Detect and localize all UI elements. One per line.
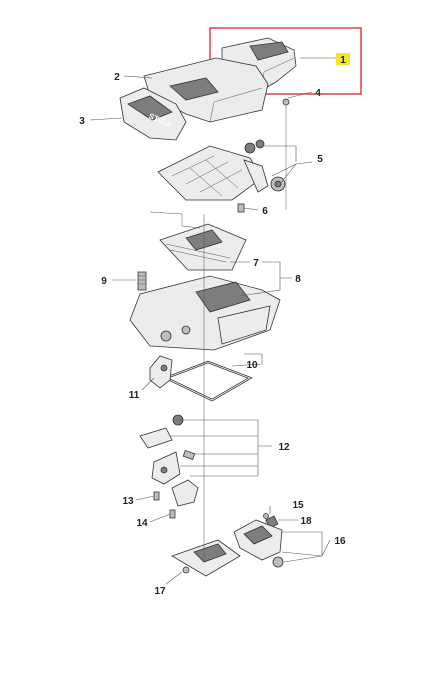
part-9-spring[interactable] <box>137 271 147 291</box>
callout-16[interactable]: 16 <box>334 536 346 547</box>
callout-3[interactable]: 3 <box>79 116 85 127</box>
callout-6[interactable]: 6 <box>262 206 268 217</box>
callout-1[interactable]: 1 <box>340 55 346 66</box>
callout-11[interactable]: 11 <box>129 390 140 401</box>
part-6-screw[interactable] <box>237 203 245 213</box>
part-7-control-panel[interactable] <box>149 211 247 271</box>
part-4-screw[interactable] <box>282 98 290 210</box>
callout-13[interactable]: 13 <box>122 496 134 507</box>
leader-lines <box>89 57 336 585</box>
callout-15[interactable]: 15 <box>292 500 304 511</box>
callout-9[interactable]: 9 <box>101 276 107 287</box>
callout-5[interactable]: 5 <box>317 154 323 165</box>
part-17-base-plate[interactable] <box>171 539 241 577</box>
callout-17[interactable]: 17 <box>154 586 166 597</box>
callout-14[interactable]: 14 <box>136 518 148 529</box>
callout-2[interactable]: 2 <box>114 72 120 83</box>
part-10-gasket[interactable] <box>162 360 253 402</box>
callout-1-badge <box>336 53 350 65</box>
part-13-screw[interactable] <box>153 491 160 501</box>
callout-10[interactable]: 10 <box>246 360 258 371</box>
callout-7[interactable]: 7 <box>253 258 259 269</box>
lock-housing-block[interactable] <box>171 479 199 507</box>
part-14-screw[interactable] <box>169 509 176 519</box>
part-16-lower-bracket[interactable] <box>233 519 284 568</box>
callout-18[interactable]: 18 <box>300 516 312 527</box>
part-3-front-cover[interactable]: STIGA <box>119 87 187 141</box>
part-12-lock-mechanism[interactable] <box>139 414 196 485</box>
part-8-main-housing[interactable] <box>129 275 281 351</box>
part-5-hinge-assembly[interactable] <box>157 139 286 201</box>
callout-12[interactable]: 12 <box>278 442 290 453</box>
part-1-top-cover[interactable] <box>221 37 297 91</box>
part-11-latch[interactable] <box>149 355 173 389</box>
callout-8[interactable]: 8 <box>295 274 301 285</box>
callout-4[interactable]: 4 <box>315 88 321 99</box>
